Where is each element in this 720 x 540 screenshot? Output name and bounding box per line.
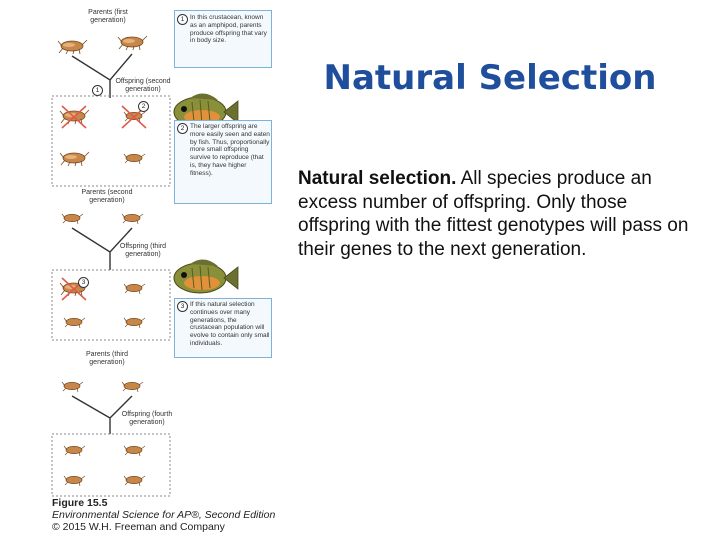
note-box-2 xyxy=(174,120,272,204)
note-3: If this natural selection continues over… xyxy=(190,301,270,347)
label-offspring-fourth-generation: Offspring (fourth generation) xyxy=(121,411,173,426)
note-box-3 xyxy=(174,298,272,358)
step-number-2: 2 xyxy=(177,123,188,134)
step-number-1: 1 xyxy=(177,14,188,25)
figure-caption: Figure 15.5 Environmental Science for AP… xyxy=(52,497,275,533)
caption-book-title: Environmental Science for AP®, Second Ed… xyxy=(52,509,276,521)
label-parents-first-generation: Parents (first generation) xyxy=(88,9,128,24)
step-number-3: 3 xyxy=(177,301,188,312)
note-box-1 xyxy=(174,10,272,68)
caption-copyright: © 2015 W.H. Freeman and Company xyxy=(52,521,225,533)
body-text: All species produce an excess number of … xyxy=(298,168,689,260)
step-number-2-marker: 2 xyxy=(138,101,149,112)
figure-illustration xyxy=(51,35,239,497)
body-lead: Natural selection. xyxy=(298,168,457,189)
caption-figure-number: Figure 15.5 xyxy=(52,497,108,509)
note-2: The larger offspring are more easily see… xyxy=(190,123,270,177)
step-number-1-marker: 1 xyxy=(92,85,103,96)
label-parents-second-generation: Parents (second generation) xyxy=(81,189,133,204)
label-offspring-third-generation: Offspring (third generation) xyxy=(119,243,167,258)
label-parents-third-generation: Parents (third generation) xyxy=(85,351,129,366)
note-1: In this crustacean, known as an amphipod… xyxy=(190,14,267,45)
slide-title: Natural Selection xyxy=(323,58,657,98)
natural-selection-figure: Parents (first generation) Offspring (se… xyxy=(50,8,280,508)
body-paragraph: Natural selection. All species produce a… xyxy=(298,167,698,261)
step-number-3-marker: 3 xyxy=(78,277,89,288)
label-offspring-second-generation: Offspring (second generation) xyxy=(115,78,171,93)
